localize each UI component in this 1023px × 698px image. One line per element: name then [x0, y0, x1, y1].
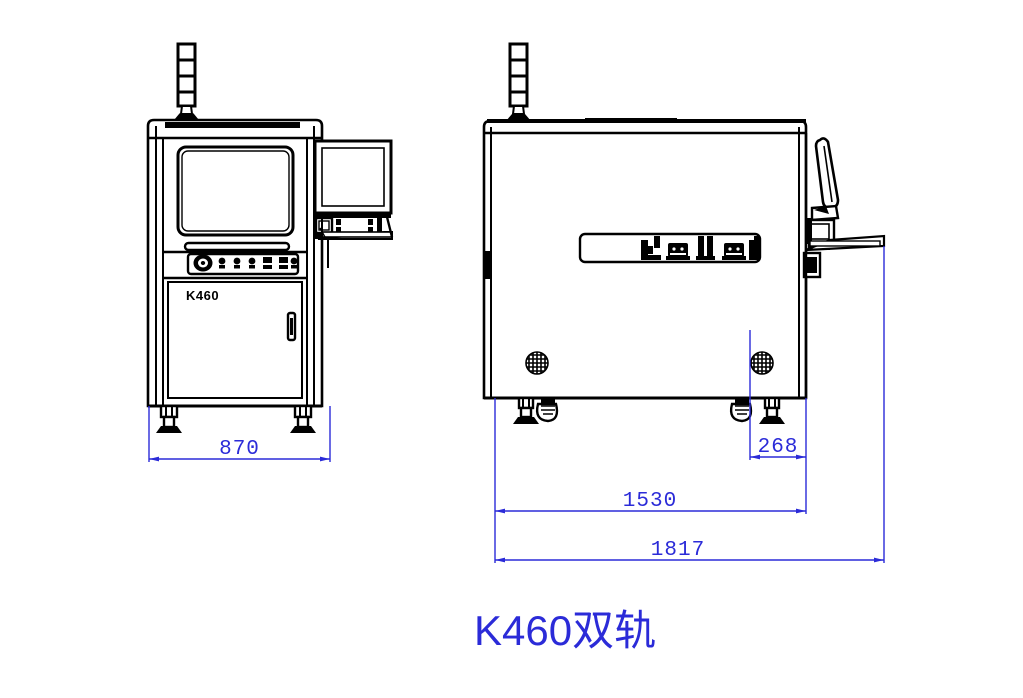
- emergency-stop-knob: [193, 254, 213, 272]
- dimension-value-870: 870: [219, 438, 260, 461]
- side-latch: [484, 251, 490, 279]
- dimension-caster-offset: 268: [749, 330, 807, 460]
- dimension-value-1817: 1817: [651, 539, 705, 562]
- dimension-overall-length: 1817: [494, 246, 885, 563]
- dimension-value-268: 268: [758, 436, 799, 459]
- leveling-feet: [148, 404, 322, 433]
- leveling-foot-right: [759, 396, 785, 424]
- side-feet-and-casters: [484, 396, 806, 424]
- drawing-title: K460双轨: [474, 607, 656, 654]
- side-view: [482, 42, 886, 424]
- front-view: K460: [146, 42, 394, 433]
- monitor: [313, 139, 393, 218]
- dimension-body-length: 1530: [494, 398, 807, 514]
- lower-door: K460: [167, 281, 303, 399]
- leveling-foot-left: [513, 396, 539, 424]
- keyboard-tray: [313, 212, 394, 268]
- caster-left: [535, 398, 559, 423]
- inspection-window: [176, 145, 295, 252]
- signal-tower-light: [171, 42, 202, 123]
- fan-grille-right: [750, 351, 774, 375]
- connector-panel: [578, 232, 762, 264]
- monitor-arm: [802, 133, 886, 398]
- dimension-width-front: 870: [148, 406, 331, 462]
- model-label: K460: [186, 288, 219, 303]
- fan-grille-left: [525, 351, 549, 375]
- connector-ports: [641, 236, 760, 260]
- signal-tower-light-side: [506, 42, 531, 121]
- caster-right: [729, 398, 753, 423]
- door-handle: [286, 311, 297, 342]
- panel-buttons: [218, 257, 298, 269]
- dimension-value-1530: 1530: [623, 490, 677, 513]
- control-panel: [163, 250, 307, 280]
